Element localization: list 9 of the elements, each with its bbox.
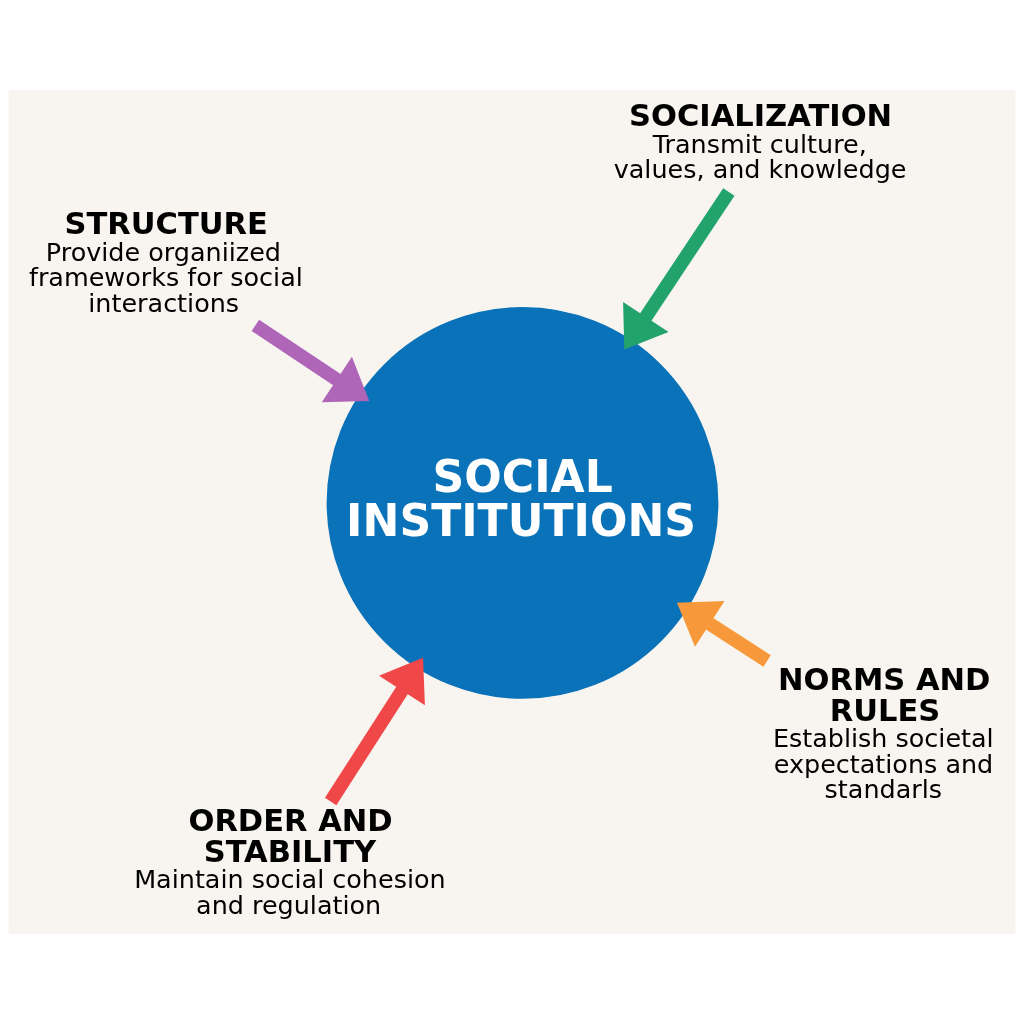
node-text: NORMS AND RULES Establish societal expectations and standarls	[772, 662, 994, 805]
node-text: ORDER AND STABILITY Maintain social cohesion and regulation	[134, 803, 446, 920]
arrow	[677, 600, 771, 667]
arrow	[251, 319, 370, 403]
arrow	[623, 188, 735, 350]
arrow	[324, 657, 425, 806]
node-circle: SOCIAL INSTITUTIONS	[326, 307, 719, 699]
node-text: SOCIALIZATION Transmit culture, values, and knowledge	[613, 98, 907, 185]
node-text: STRUCTURE Provide organiized frameworks for social interactions	[28, 206, 303, 318]
